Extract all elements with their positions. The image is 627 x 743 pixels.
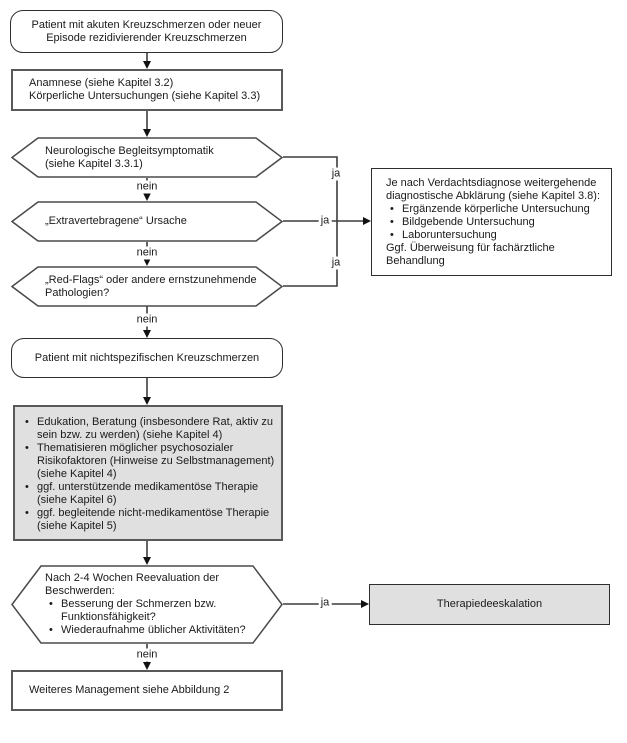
reevaluation-intro-text: Nach 2-4 Wochen Reevaluation der Beschwe… xyxy=(45,572,220,597)
list-item: • Wiederaufnahme üblicher Aktivitäten? xyxy=(49,624,246,637)
label-ja-redflags: ja xyxy=(329,256,343,270)
bullet-icon: • xyxy=(25,506,29,519)
bullet-icon: • xyxy=(49,624,53,636)
node-anamnese-text: Anamnese (siehe Kapitel 3.2) Körperliche… xyxy=(29,77,261,102)
arrow-anamnese-to-neuro xyxy=(143,111,151,137)
list-item-text: Ergänzende körperliche Untersuchung xyxy=(402,203,590,215)
node-anamnese: Anamnese (siehe Kapitel 3.2) Körperliche… xyxy=(11,69,283,111)
decision-reevaluation: Nach 2-4 Wochen Reevaluation der Beschwe… xyxy=(11,565,283,644)
node-further-management: Weiteres Management siehe Abbildung 2 xyxy=(11,670,283,711)
node-patient-acute-text: Patient mit akuten Kreuzschmerzen oder n… xyxy=(31,18,262,44)
bullet-icon: • xyxy=(25,415,29,428)
list-item: • Edukation, Beratung (insbesondere Rat,… xyxy=(25,416,277,442)
label-ja-reeval: ja xyxy=(318,596,332,610)
node-education-measures: • Edukation, Beratung (insbesondere Rat,… xyxy=(13,405,283,541)
list-item-text: Edukation, Beratung (insbesondere Rat, a… xyxy=(37,415,274,441)
list-item-text: Thematisieren möglicher psychosozialer R… xyxy=(37,441,275,480)
diagnostic-bullet-list: • Ergänzende körperliche Untersuchung • … xyxy=(390,203,607,242)
node-further-management-text: Weiteres Management siehe Abbildung 2 xyxy=(29,684,230,696)
node-therapy-deescalation-text: Therapiedeeskalation xyxy=(436,598,543,610)
hexagon-shape xyxy=(11,266,283,307)
label-nein-neuro: nein xyxy=(134,180,160,194)
arrow-start-to-anamnese xyxy=(143,53,151,69)
list-item: • ggf. begleitende nicht-medikamentöse T… xyxy=(25,507,277,533)
decision-extravertebral-cause: „Extravertebragene“ Ursache xyxy=(11,201,283,242)
list-item-text: Laboruntersuchung xyxy=(402,229,497,241)
hexagon-shape xyxy=(11,565,283,644)
decision-extravertebral-cause-text: „Extravertebragene“ Ursache xyxy=(45,215,187,227)
decision-neuro-symptoms: Neurologische Begleitsymptomatik (siehe … xyxy=(11,137,283,178)
decision-red-flags-text: „Red-Flags“ oder andere ernstzunehmende … xyxy=(45,273,257,299)
bullet-icon: • xyxy=(25,480,29,493)
node-therapy-deescalation: Therapiedeeskalation xyxy=(369,584,610,625)
list-item-text: Besserung der Schmerzen bzw. Funktionsfä… xyxy=(61,598,217,623)
list-item: • Ergänzende körperliche Untersuchung xyxy=(390,203,607,216)
hexagon-shape xyxy=(11,201,283,242)
node-nonspecific-pain-text: Patient mit nichtspezifischen Kreuzschme… xyxy=(34,351,260,364)
bullet-icon: • xyxy=(390,203,394,215)
decision-neuro-symptoms-text: Neurologische Begleitsymptomatik (siehe … xyxy=(45,144,214,170)
label-ja-neuro: ja xyxy=(329,167,343,181)
label-ja-extra: ja xyxy=(318,214,332,228)
node-nonspecific-pain: Patient mit nichtspezifischen Kreuzschme… xyxy=(11,338,283,378)
bullet-icon: • xyxy=(25,441,29,454)
list-item: • Thematisieren möglicher psychosozialer… xyxy=(25,442,277,481)
list-item-text: ggf. begleitende nicht-medikamentöse The… xyxy=(37,506,270,532)
list-item: • Laboruntersuchung xyxy=(390,229,607,242)
node-diagnostic-workup: Je nach Verdachtsdiagnose weitergehende … xyxy=(371,168,612,276)
bullet-icon: • xyxy=(49,598,53,610)
arrow-nonspecific-to-edu xyxy=(143,378,151,405)
decision-red-flags: „Red-Flags“ oder andere ernstzunehmende … xyxy=(11,266,283,307)
diagnostic-intro-text: Je nach Verdachtsdiagnose weitergehende … xyxy=(386,177,601,202)
label-nein-redflags: nein xyxy=(134,313,160,327)
label-nein-reeval: nein xyxy=(134,648,160,662)
list-item: • Bildgebende Untersuchung xyxy=(390,216,607,229)
decision-reevaluation-text: Nach 2-4 Wochen Reevaluation der Beschwe… xyxy=(45,565,246,644)
reevaluation-bullet-list: • Besserung der Schmerzen bzw. Funktions… xyxy=(49,598,246,637)
list-item: • ggf. unterstützende medikamentöse Ther… xyxy=(25,481,277,507)
list-item: • Besserung der Schmerzen bzw. Funktions… xyxy=(49,598,246,624)
hexagon-shape xyxy=(11,137,283,178)
node-patient-acute: Patient mit akuten Kreuzschmerzen oder n… xyxy=(10,10,283,53)
list-item-text: ggf. unterstützende medikamentöse Therap… xyxy=(37,480,259,506)
list-item-text: Bildgebende Untersuchung xyxy=(402,216,535,228)
bullet-icon: • xyxy=(390,216,394,228)
arrow-edu-to-reeval xyxy=(143,541,151,565)
label-nein-extra: nein xyxy=(134,246,160,260)
education-bullet-list: • Edukation, Beratung (insbesondere Rat,… xyxy=(25,416,277,533)
list-item-text: Wiederaufnahme üblicher Aktivitäten? xyxy=(61,624,246,636)
diagnostic-outro-text: Ggf. Überweisung für fachärztliche Behan… xyxy=(386,242,555,267)
bullet-icon: • xyxy=(390,229,394,241)
